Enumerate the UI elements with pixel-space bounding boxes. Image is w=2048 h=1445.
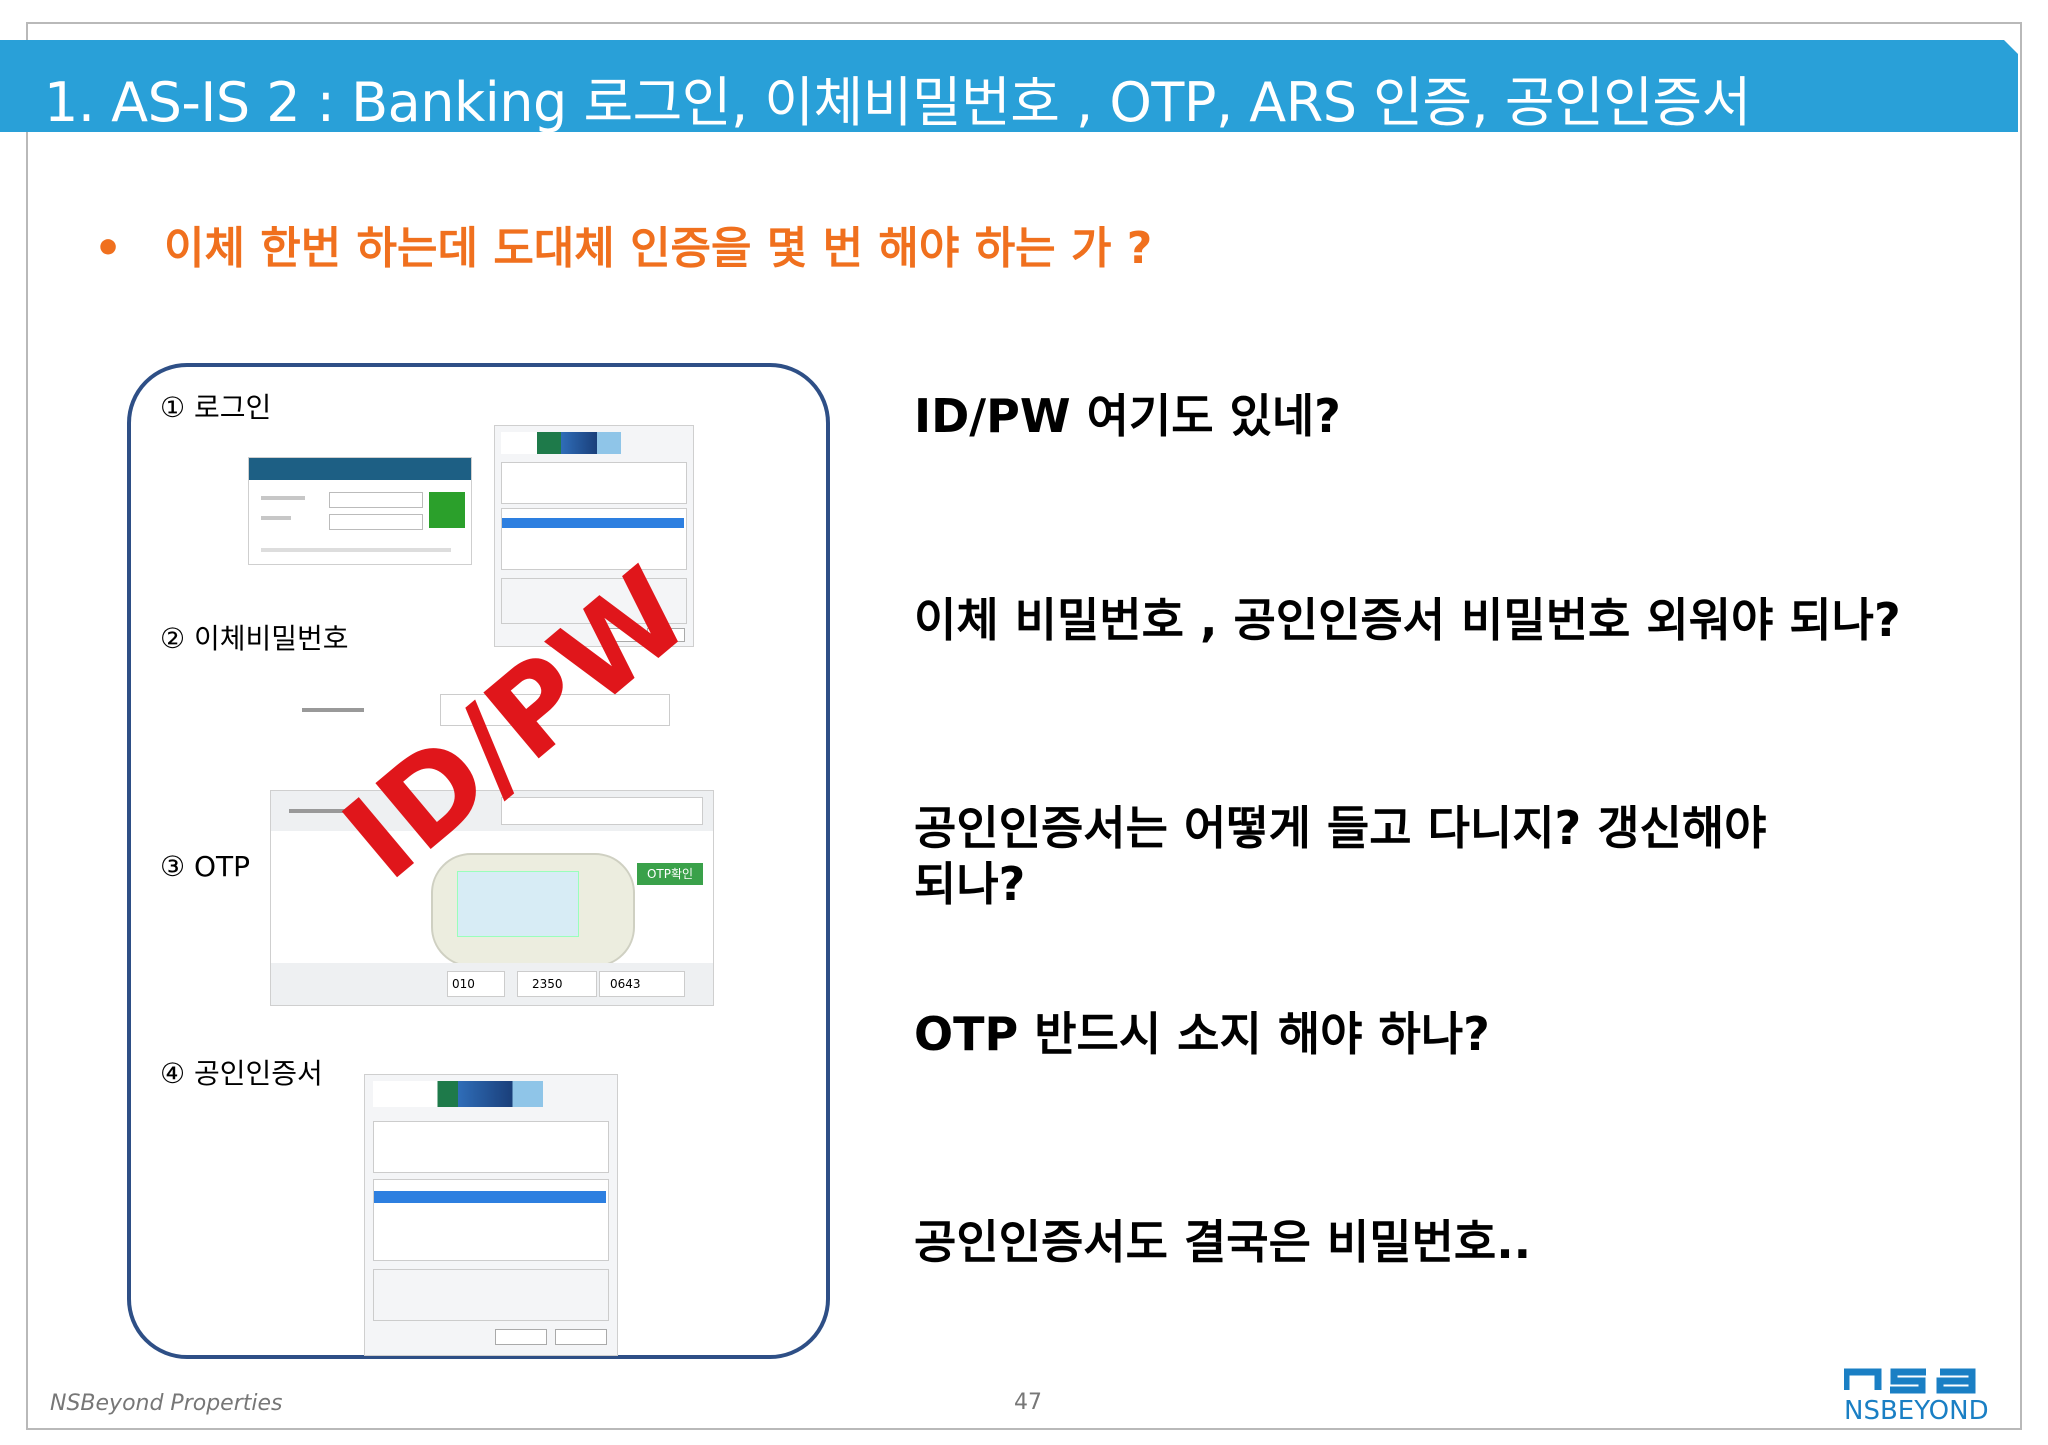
question-2: 이체 비밀번호 , 공인인증서 비밀번호 외워야 되나?: [914, 593, 1901, 647]
question-3-line-1: 공인인증서는 어떻게 들고 다니지? 갱신해야: [914, 801, 1767, 855]
slide-frame: [26, 22, 2022, 1430]
bullet-text: 이체 한번 하는데 도대체 인증을 몇 번 해야 하는 가 ?: [164, 223, 1153, 274]
step-transfer-password-label: ② 이체비밀번호: [160, 622, 349, 655]
nsbeyond-logo: NSBEYOND: [1842, 1360, 2016, 1426]
nsbeyond-logo-icon: [1842, 1368, 1976, 1394]
step-certificate-label: ④ 공인인증서: [160, 1057, 323, 1090]
login-screenshot: [248, 457, 472, 565]
question-3-line-2: 되나?: [914, 857, 1026, 911]
question-1: ID/PW 여기도 있네?: [914, 389, 1341, 443]
otp-phone-1: 010: [447, 971, 505, 997]
certificate-dialog-screenshot-1: [494, 425, 694, 647]
certificate-dialog-screenshot-2: [364, 1074, 618, 1356]
footer-properties: NSBeyond Properties: [50, 1391, 283, 1416]
transfer-password-field-screenshot: [290, 690, 672, 730]
question-5: 공인인증서도 결국은 비밀번호..: [914, 1215, 1532, 1269]
page-number: 47: [1014, 1390, 1042, 1415]
otp-confirm-button: OTP확인: [637, 863, 703, 885]
slide-title: 1. AS-IS 2 : Banking 로그인, 이체비밀번호 , OTP, …: [44, 71, 1751, 134]
question-4: OTP 반드시 소지 해야 하나?: [914, 1007, 1490, 1061]
bullet-dot-icon: •: [94, 223, 123, 274]
logo-text: NSBEYOND: [1844, 1396, 1989, 1426]
title-bar: [0, 40, 2018, 132]
otp-phone-3: 0643: [599, 971, 685, 997]
step-otp-label: ③ OTP: [160, 850, 251, 883]
step-login-label: ① 로그인: [160, 391, 272, 424]
otp-phone-2: 2350: [517, 971, 597, 997]
otp-form-screenshot: OTP확인 010 2350 0643: [270, 790, 714, 1006]
bullet-question: • 이체 한번 하는데 도대체 인증을 몇 번 해야 하는 가 ?: [94, 212, 1152, 276]
